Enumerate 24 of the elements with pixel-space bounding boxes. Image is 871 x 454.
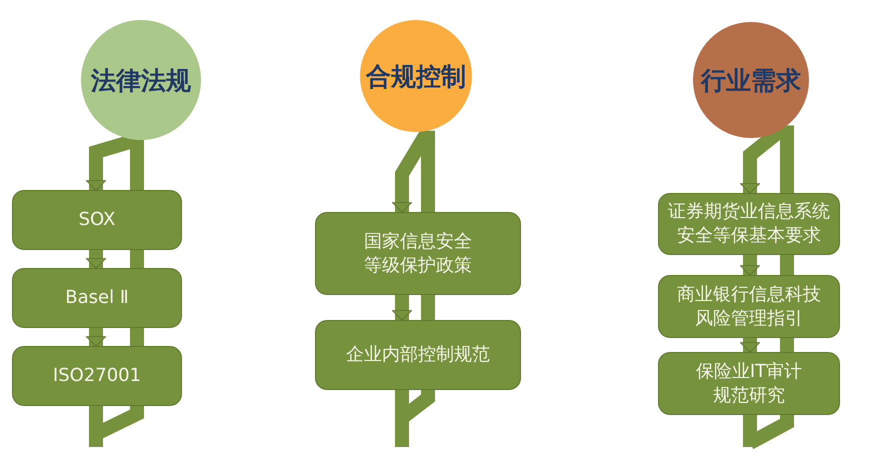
process-box — [658, 193, 840, 255]
box-label: Basel Ⅱ — [64, 286, 130, 310]
arrow — [392, 295, 412, 320]
process-box — [315, 212, 521, 295]
arrow — [740, 255, 760, 276]
box-label: 保险业IT审计规范研究 — [694, 360, 804, 408]
category-title: 行业需求 — [701, 64, 801, 96]
process-box — [12, 346, 182, 406]
category-title: 合规控制 — [366, 60, 466, 92]
process-box — [658, 352, 840, 415]
arrow — [86, 328, 106, 346]
process-box — [658, 275, 840, 338]
box-label: 企业内部控制规范 — [345, 343, 491, 367]
arrow — [740, 338, 760, 352]
process-box — [12, 190, 182, 250]
box-label: ISO27001 — [52, 364, 142, 388]
box-label: 国家信息安全等级保护政策 — [363, 230, 473, 278]
box-label: SOX — [78, 208, 116, 232]
box-label: 商业银行信息科技风险管理指引 — [676, 282, 822, 330]
box-label: 证券期货业信息系统安全等保基本要求 — [667, 200, 831, 248]
arrow — [86, 250, 106, 268]
category-title: 法律法规 — [91, 64, 191, 96]
process-box — [315, 320, 521, 390]
process-box — [12, 268, 182, 328]
